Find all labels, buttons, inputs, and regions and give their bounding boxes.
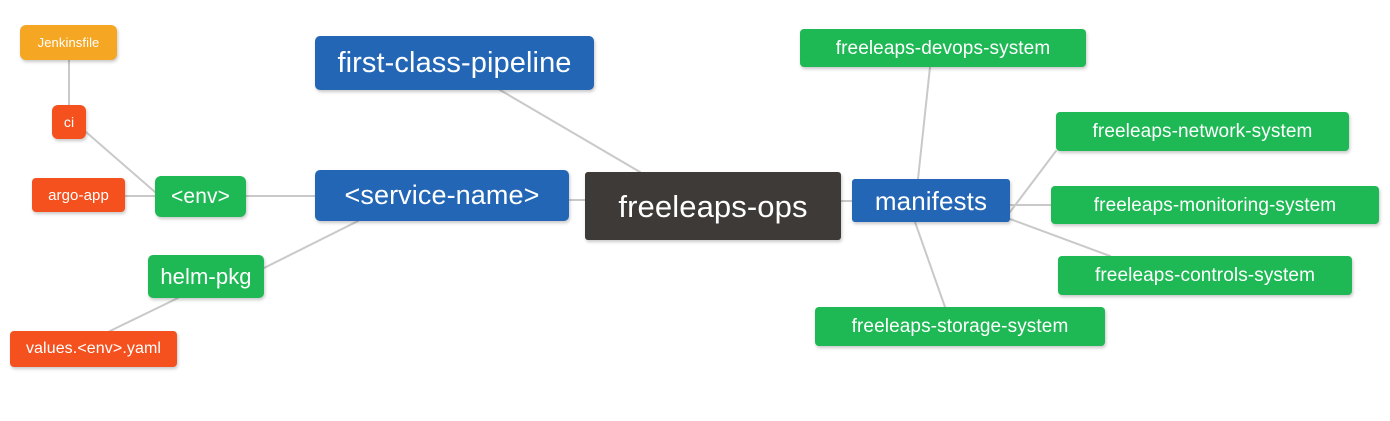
edge-service-name-to-helm-pkg <box>263 220 359 269</box>
mindmap-node-values-yaml[interactable]: values.<env>.yaml <box>10 331 177 367</box>
edge-helm-pkg-to-values-yaml <box>109 297 179 332</box>
mindmap-node-helm-pkg[interactable]: helm-pkg <box>148 255 264 298</box>
edge-first-class-pipeline-to-freeleaps-ops <box>499 89 641 173</box>
edge-manifests-to-devops-system <box>917 66 931 180</box>
mindmap-node-jenkinsfile[interactable]: Jenkinsfile <box>20 25 117 60</box>
mindmap-node-first-class-pipeline[interactable]: first-class-pipeline <box>315 36 594 90</box>
mindmap-node-manifests[interactable]: manifests <box>852 179 1010 222</box>
mindmap-node-controls-system[interactable]: freeleaps-controls-system <box>1058 256 1352 295</box>
mindmap-node-monitoring-system[interactable]: freeleaps-monitoring-system <box>1051 186 1379 224</box>
edge-manifests-to-storage-system <box>914 221 946 308</box>
mindmap-node-service-name[interactable]: <service-name> <box>315 170 569 221</box>
mindmap-node-ci[interactable]: ci <box>52 105 86 139</box>
mindmap-node-env[interactable]: <env> <box>155 176 246 217</box>
mindmap-node-network-system[interactable]: freeleaps-network-system <box>1056 112 1349 151</box>
mindmap-node-devops-system[interactable]: freeleaps-devops-system <box>800 29 1086 67</box>
mindmap-node-freeleaps-ops[interactable]: freeleaps-ops <box>585 172 841 240</box>
edge-manifests-to-controls-system <box>1009 218 1111 257</box>
edge-manifests-to-network-system <box>1009 150 1057 213</box>
mindmap-node-argo-app[interactable]: argo-app <box>32 178 125 212</box>
mindmap-node-storage-system[interactable]: freeleaps-storage-system <box>815 307 1105 346</box>
